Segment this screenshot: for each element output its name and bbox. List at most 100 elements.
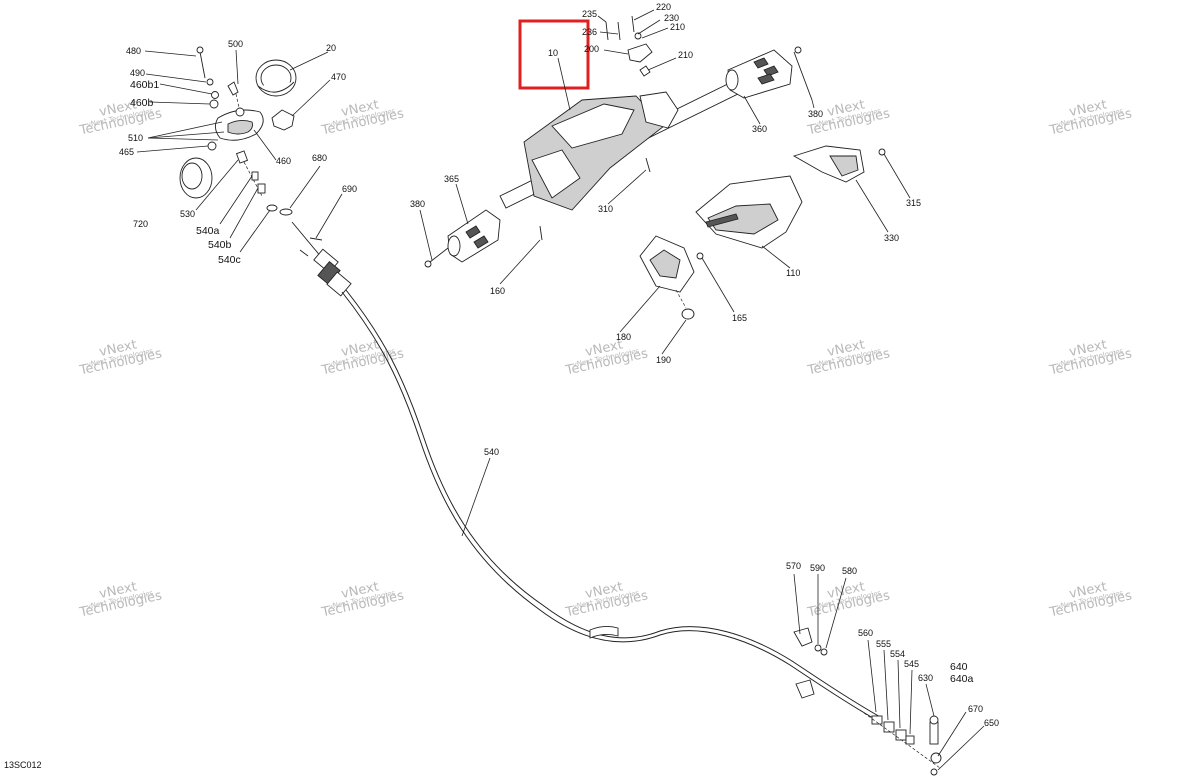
spring-530	[235, 150, 249, 164]
bolt-640	[929, 721, 939, 745]
label-545: 545	[904, 659, 919, 669]
label-540: 540	[484, 447, 499, 457]
screw-315	[878, 148, 886, 156]
washer-590	[814, 644, 822, 652]
screw-head	[794, 46, 802, 54]
spring-554	[895, 729, 907, 741]
label-540b: 540b	[208, 239, 232, 251]
label-110: 110	[786, 268, 800, 278]
label-590: 590	[810, 563, 825, 573]
label-560: 560	[858, 628, 873, 638]
screw-head-480	[196, 46, 204, 54]
spacer-555	[883, 721, 895, 733]
housing-460	[215, 107, 264, 141]
end-630	[930, 752, 942, 764]
grip-360	[725, 49, 793, 99]
seal-680	[279, 208, 293, 216]
bracket-570	[793, 627, 813, 647]
drawing-code: 13SC012	[4, 760, 42, 770]
screw-165	[696, 252, 704, 260]
label-165: 165	[732, 313, 747, 323]
leader-lines	[136, 9, 985, 771]
sleeve-540a	[251, 171, 259, 181]
pin-235	[605, 21, 609, 41]
label-315: 315	[906, 198, 921, 208]
lever-200	[627, 43, 653, 63]
pin-236	[617, 21, 621, 41]
label-10: 10	[548, 48, 558, 58]
label-630: 630	[918, 673, 933, 683]
grip-365	[447, 209, 501, 263]
label-190: 190	[656, 355, 671, 365]
cable-upper-end	[291, 221, 352, 297]
end-cap-720	[179, 157, 213, 199]
label-690: 690	[342, 184, 357, 194]
label-640: 640	[950, 661, 968, 673]
label-210-top: 210	[670, 22, 685, 32]
bracket-lower	[795, 679, 815, 699]
lower-cable-end-group	[793, 627, 942, 776]
clip-470	[271, 109, 295, 131]
nut-540b	[257, 183, 266, 194]
nut-560	[871, 715, 883, 725]
label-236: 236	[582, 27, 597, 37]
cable-sleeve	[589, 625, 619, 639]
label-180: 180	[616, 332, 631, 342]
label-490: 490	[130, 68, 145, 78]
label-480: 480	[126, 46, 141, 56]
label-330: 330	[884, 233, 899, 243]
label-230: 230	[664, 13, 679, 23]
label-540a: 540a	[196, 225, 220, 237]
cover-20	[255, 59, 297, 97]
mount-face	[649, 249, 681, 279]
label-465: 465	[119, 147, 134, 157]
screw-380-right	[793, 51, 813, 101]
label-640a: 640a	[950, 673, 974, 685]
handlebar-group	[424, 15, 813, 268]
label-680: 680	[312, 153, 327, 163]
handguard-face	[707, 203, 779, 235]
pin-220	[631, 15, 635, 33]
switch-side	[639, 91, 679, 129]
switch-panel	[551, 103, 635, 149]
washer-190	[681, 308, 695, 320]
screw-480	[199, 51, 206, 79]
screw-160	[539, 225, 543, 241]
label-510: 510	[128, 133, 143, 143]
screw-head	[424, 260, 432, 268]
throttle-cable-540	[341, 289, 883, 723]
label-160: 160	[490, 286, 505, 296]
label-310: 310	[598, 204, 613, 214]
label-470: 470	[331, 72, 346, 82]
label-530: 530	[180, 209, 195, 219]
label-210-side: 210	[678, 50, 693, 60]
clip-650	[930, 768, 938, 776]
throttle-housing-group	[179, 46, 352, 297]
label-365: 365	[444, 174, 459, 184]
label-380-right: 380	[808, 109, 823, 119]
label-670: 670	[968, 704, 983, 714]
label-460: 460	[276, 156, 291, 166]
callout-labels: 480 490 460b1 460b 500 20 470 510 465 46…	[4, 2, 999, 770]
switch-lower	[531, 149, 581, 199]
washer-465	[207, 141, 217, 151]
clip-210	[639, 65, 651, 77]
label-20: 20	[326, 43, 336, 53]
nut-545	[905, 735, 915, 745]
screw-310	[645, 157, 651, 173]
label-460b1: 460b1	[130, 79, 159, 91]
highlight-box-part-10	[518, 19, 590, 90]
